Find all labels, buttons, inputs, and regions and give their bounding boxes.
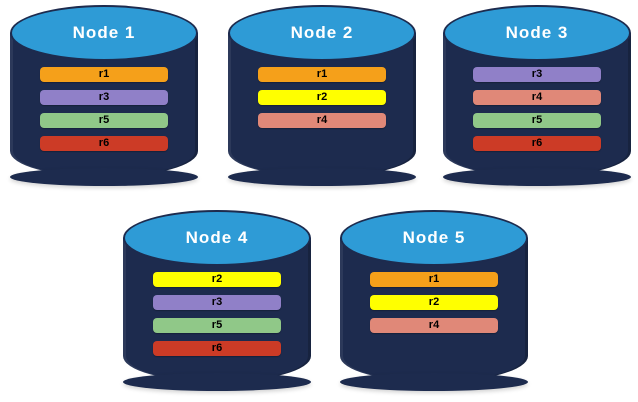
- database-node-3[interactable]: Node 3 r3 r4 r5 r6: [443, 5, 631, 187]
- replica-bar[interactable]: r5: [40, 113, 168, 128]
- node-label: Node 4: [185, 227, 249, 247]
- database-node-4[interactable]: Node 4 r2 r3 r5 r6: [123, 210, 311, 392]
- replica-bar[interactable]: r4: [258, 113, 386, 128]
- replica-bar[interactable]: r2: [258, 90, 386, 105]
- database-node-5[interactable]: Node 5 r1 r2 r4: [340, 210, 528, 392]
- replica-bar[interactable]: r1: [370, 272, 498, 287]
- replica-list: r1 r3 r5 r6: [40, 67, 168, 151]
- replica-list: r1 r2 r4: [370, 272, 498, 333]
- replica-bar[interactable]: r5: [153, 318, 281, 333]
- cylinder-top: Node 2: [228, 5, 416, 61]
- replica-bar[interactable]: r6: [40, 136, 168, 151]
- node-label: Node 5: [402, 227, 466, 247]
- database-node-2[interactable]: Node 2 r1 r2 r4: [228, 5, 416, 187]
- cylinder-top: Node 5: [340, 210, 528, 266]
- replica-bar[interactable]: r6: [473, 136, 601, 151]
- replica-bar[interactable]: r3: [40, 90, 168, 105]
- cylinder-top: Node 1: [10, 5, 198, 61]
- cylinder-body: [340, 238, 528, 391]
- node-label: Node 1: [72, 22, 136, 42]
- replica-bar[interactable]: r3: [153, 295, 281, 310]
- cylinder-top: Node 4: [123, 210, 311, 266]
- replica-bar[interactable]: r2: [153, 272, 281, 287]
- node-label: Node 3: [505, 22, 569, 42]
- replica-list: r3 r4 r5 r6: [473, 67, 601, 151]
- replica-list: r1 r2 r4: [258, 67, 386, 128]
- replica-list: r2 r3 r5 r6: [153, 272, 281, 356]
- replica-bar[interactable]: r1: [258, 67, 386, 82]
- replica-bar[interactable]: r1: [40, 67, 168, 82]
- replica-bar[interactable]: r4: [473, 90, 601, 105]
- cylinder-top: Node 3: [443, 5, 631, 61]
- node-label: Node 2: [290, 22, 354, 42]
- cylinder-body: [443, 33, 631, 186]
- replica-bar[interactable]: r4: [370, 318, 498, 333]
- cylinder-body: [123, 238, 311, 391]
- replica-bar[interactable]: r5: [473, 113, 601, 128]
- replica-bar[interactable]: r2: [370, 295, 498, 310]
- replica-bar[interactable]: r6: [153, 341, 281, 356]
- replica-bar[interactable]: r3: [473, 67, 601, 82]
- database-node-1[interactable]: Node 1 r1 r3 r5 r6: [10, 5, 198, 187]
